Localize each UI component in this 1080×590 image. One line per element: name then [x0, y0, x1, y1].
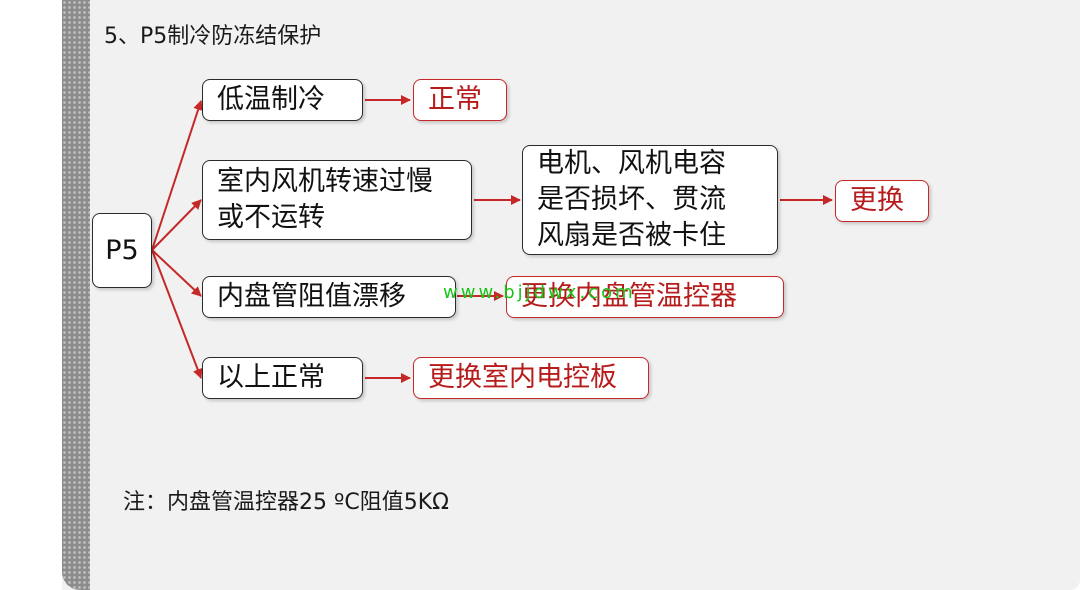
cause-node-all-normal: 以上正常 — [202, 357, 363, 399]
arrow-root-to-branch-2 — [151, 199, 202, 251]
root-node-p5: P5 — [92, 213, 152, 288]
footnote: 注：内盘管温控器25 ºC阻值5KΩ — [123, 490, 449, 515]
result-node-replace: 更换 — [835, 180, 929, 222]
slide-title: 5、P5制冷防冻结保护 — [104, 24, 322, 49]
cause-node-coil-resistance-drift: 内盘管阻值漂移 — [202, 276, 456, 318]
result-node-replace-coil-sensor: 更换内盘管温控器 — [506, 276, 784, 318]
arrow-root-to-branch-1 — [151, 100, 203, 251]
arrow-root-to-branch-4 — [151, 249, 203, 379]
watermark-text: www.bjjdwx.com — [443, 282, 636, 303]
arrow-root-to-branch-3 — [151, 249, 202, 297]
check-node-motor-capacitor: 电机、风机电容 是否损坏、贯流 风扇是否被卡住 — [522, 145, 778, 255]
result-node-normal: 正常 — [413, 79, 507, 121]
cause-node-low-temp-cooling: 低温制冷 — [202, 79, 363, 121]
result-node-replace-control-board: 更换室内电控板 — [413, 357, 649, 399]
dotted-side-strip — [62, 0, 90, 590]
cause-node-fan-slow: 室内风机转速过慢 或不运转 — [202, 160, 472, 240]
